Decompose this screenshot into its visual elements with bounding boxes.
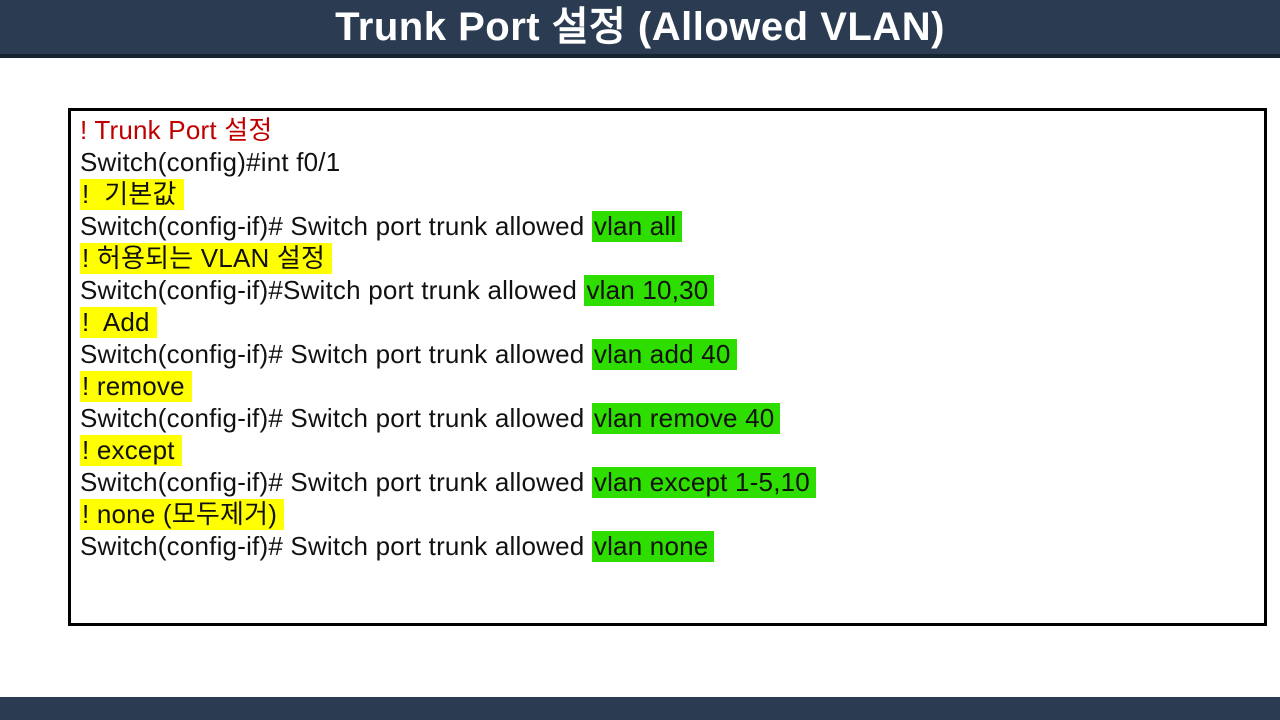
terminal-line: ! except bbox=[80, 434, 1264, 466]
terminal-line: ! remove bbox=[80, 370, 1264, 402]
terminal-line: ! none (모두제거) bbox=[80, 498, 1264, 530]
comment-yellow-text: ! 허용되는 VLAN 설정 bbox=[80, 243, 333, 274]
vlan-option-highlight: vlan 10,30 bbox=[584, 275, 715, 306]
command-text: Switch(config)#int f0/1 bbox=[80, 147, 341, 177]
terminal-line: ! Add bbox=[80, 306, 1264, 338]
vlan-option-highlight: vlan all bbox=[591, 211, 683, 242]
terminal-line: Switch(config-if)# Switch port trunk all… bbox=[80, 466, 1264, 498]
vlan-option-highlight: vlan add 40 bbox=[591, 339, 737, 370]
terminal-line: ! 허용되는 VLAN 설정 bbox=[80, 242, 1264, 274]
vlan-option-highlight: vlan none bbox=[591, 531, 715, 562]
command-prefix: Switch(config-if)# Switch port trunk all… bbox=[80, 531, 592, 561]
command-prefix: Switch(config-if)# Switch port trunk all… bbox=[80, 211, 592, 241]
vlan-option-highlight: vlan remove 40 bbox=[591, 403, 781, 434]
command-prefix: Switch(config-if)# Switch port trunk all… bbox=[80, 467, 592, 497]
terminal-line: Switch(config-if)# Switch port trunk all… bbox=[80, 210, 1264, 242]
command-prefix: Switch(config-if)# Switch port trunk all… bbox=[80, 403, 592, 433]
comment-red-text: ! Trunk Port 설정 bbox=[80, 115, 273, 145]
terminal-line: Switch(config-if)# Switch port trunk all… bbox=[80, 402, 1264, 434]
vlan-option-highlight: vlan except 1-5,10 bbox=[591, 467, 816, 498]
terminal-line: Switch(config)#int f0/1 bbox=[80, 146, 1264, 178]
page-title: Trunk Port 설정 (Allowed VLAN) bbox=[335, 5, 945, 49]
terminal-line: Switch(config-if)# Switch port trunk all… bbox=[80, 530, 1264, 562]
terminal-line: Switch(config-if)#Switch port trunk allo… bbox=[80, 274, 1264, 306]
comment-yellow-text: ! 기본값 bbox=[80, 179, 184, 210]
terminal-line: Switch(config-if)# Switch port trunk all… bbox=[80, 338, 1264, 370]
terminal-line: ! Trunk Port 설정 bbox=[80, 114, 1264, 146]
command-prefix: Switch(config-if)# Switch port trunk all… bbox=[80, 339, 592, 369]
comment-yellow-text: ! except bbox=[80, 435, 182, 466]
header-bar: Trunk Port 설정 (Allowed VLAN) bbox=[0, 0, 1280, 58]
comment-yellow-text: ! remove bbox=[80, 371, 192, 402]
command-prefix: Switch(config-if)#Switch port trunk allo… bbox=[80, 275, 585, 305]
comment-yellow-text: ! none (모두제거) bbox=[80, 499, 285, 530]
comment-yellow-text: ! Add bbox=[80, 307, 157, 338]
footer-bar bbox=[0, 697, 1280, 720]
terminal-line: ! 기본값 bbox=[80, 178, 1264, 210]
